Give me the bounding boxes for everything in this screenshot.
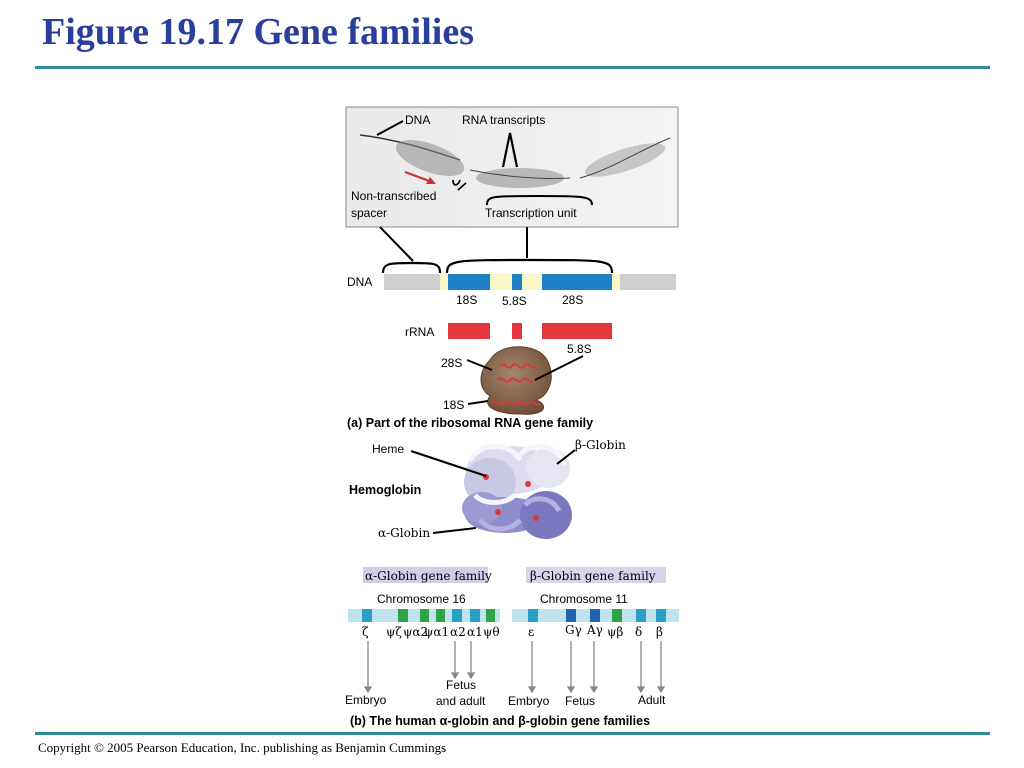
chromosome-11-label: Chromosome 11: [540, 592, 628, 606]
alpha-fetus-label: Fetus: [446, 678, 476, 692]
alpha-family-header: α-Globin gene family: [365, 569, 492, 583]
gene-beta: β: [656, 625, 663, 639]
copyright-text: Copyright © 2005 Pearson Education, Inc.…: [38, 740, 447, 755]
transcription-unit-label: Transcription unit: [485, 206, 577, 220]
chromosome-16-bar: [348, 609, 500, 622]
alpha-adult-label: and adult: [436, 694, 486, 708]
gene-alpha2: α2: [450, 625, 466, 639]
unit-brace: [445, 258, 614, 274]
title-divider: [35, 66, 990, 69]
chromosome-11-bar: [512, 609, 679, 622]
spacer-brace: [381, 261, 442, 274]
gene-psi-zeta: ψζ: [386, 625, 402, 639]
gene-psi-alpha2: ψα2: [403, 625, 428, 639]
hemoglobin-label: Hemoglobin: [349, 483, 421, 497]
expression-arrows: [363, 641, 666, 694]
spacer-label-line1: Non-transcribed: [351, 189, 436, 203]
gene-psi-alpha1: ψα1: [424, 625, 449, 639]
beta-family-header: β-Globin gene family: [530, 569, 656, 583]
beta-globin-label: β-Globin: [575, 438, 626, 452]
beta-family-header-bg: [526, 567, 666, 583]
panel-a-caption: (a) Part of the ribosomal RNA gene famil…: [347, 416, 593, 430]
alpha-family-header-bg: [363, 567, 488, 583]
gene-a-gamma: Aγ: [586, 623, 603, 637]
gene-epsilon: ε: [528, 625, 534, 639]
rdna-bar: [384, 274, 676, 290]
rrna-18s-bar: [448, 323, 490, 339]
gene-alpha1: α1: [467, 625, 483, 639]
gene-58s-label: 5.8S: [502, 294, 527, 308]
rrna-label: rRNA: [405, 325, 434, 339]
ribosome-58s-label: 5.8S: [567, 342, 592, 356]
heme-label: Heme: [372, 442, 404, 456]
gene-delta: δ: [635, 625, 642, 639]
ribosome-18s-label: 18S: [443, 398, 464, 412]
beta-embryo-label: Embryo: [508, 694, 550, 708]
micrograph-dna-label: DNA: [405, 113, 430, 127]
rrna-28s-bar: [542, 323, 612, 339]
ribosome: [480, 346, 552, 415]
alpha-embryo-label: Embryo: [345, 693, 387, 707]
gene-psi-theta: ψθ: [483, 625, 500, 639]
footer-divider: [35, 732, 990, 735]
gene-psi-beta: ψβ: [607, 625, 623, 639]
hemoglobin-molecule: [462, 444, 572, 539]
rna-transcripts-label: RNA transcripts: [462, 113, 545, 127]
panel-b-caption: (b) The human α-globin and β-globin gene…: [350, 714, 650, 728]
gene-28s-label: 28S: [562, 293, 583, 307]
rdna-label: DNA: [347, 275, 372, 289]
chromosome-16-label: Chromosome 16: [377, 592, 466, 606]
gene-families-figure: DNA RNA transcripts Non-transcribed spac…: [345, 106, 679, 728]
gene-g-gamma: Gγ: [565, 623, 582, 637]
page-title: Figure 19.17 Gene families: [42, 11, 475, 53]
beta-fetus-label: Fetus: [565, 694, 595, 708]
gene-zeta: ζ: [362, 625, 369, 639]
alpha-globin-label: α-Globin: [378, 526, 430, 540]
ribosome-28s-label: 28S: [441, 356, 462, 370]
beta-adult-label: Adult: [638, 693, 666, 707]
spacer-label-line2: spacer: [351, 206, 387, 220]
em-micrograph: [345, 106, 679, 228]
gene-18s-label: 18S: [456, 293, 477, 307]
rrna-58s-bar: [512, 323, 522, 339]
